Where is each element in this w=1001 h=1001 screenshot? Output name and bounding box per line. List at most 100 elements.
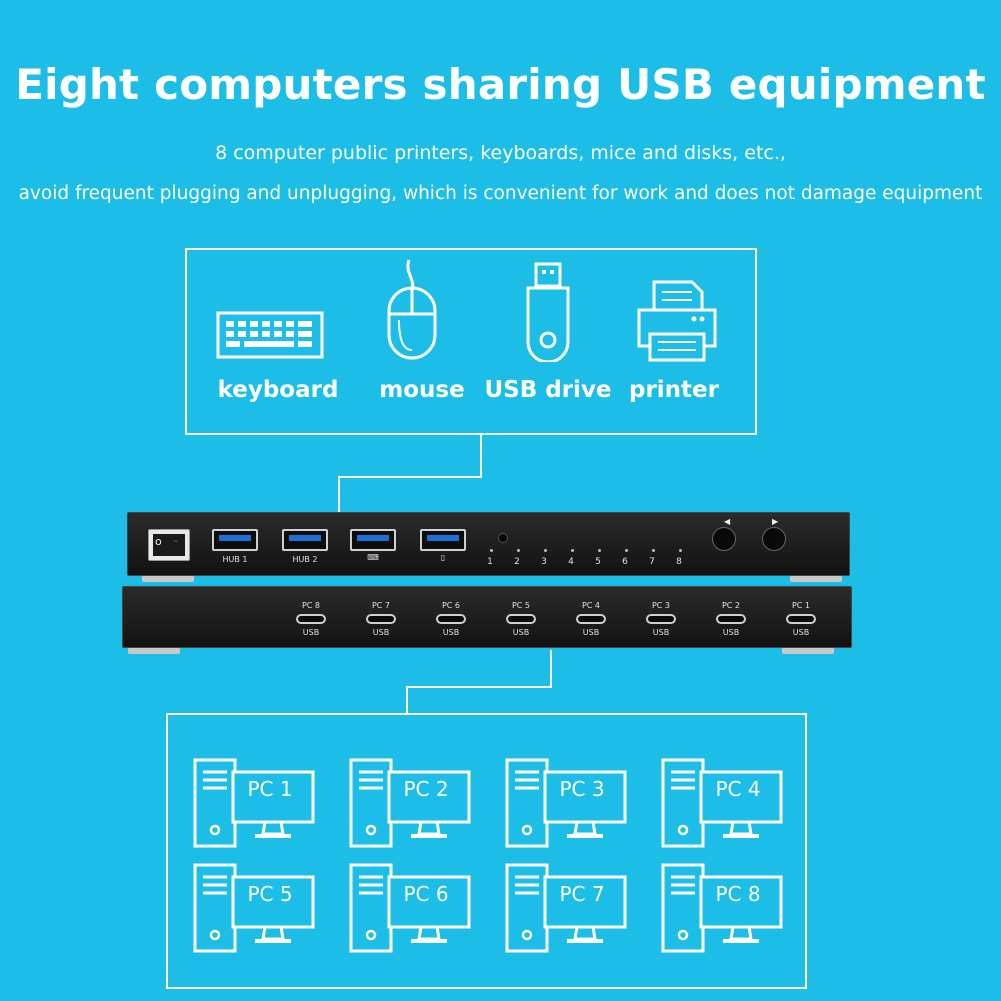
led-indicator [517, 549, 520, 552]
pc-3: PC 3 [505, 758, 627, 848]
port-label: HUB 2 [292, 555, 318, 564]
pc-label: PC 4 [715, 777, 761, 801]
port-type-label: USB [722, 628, 740, 637]
computer-icon [661, 758, 783, 848]
port-type-label: USB [512, 628, 530, 637]
led-number: 2 [514, 557, 520, 567]
ir-receiver [498, 533, 508, 543]
computer-icon [193, 758, 315, 848]
usb-port-keyboard[interactable] [350, 529, 396, 551]
unit-foot [128, 648, 180, 654]
subtitle-line-1: 8 computer public printers, keyboards, m… [215, 142, 786, 164]
connector-line [406, 686, 552, 688]
mouse-small-icon: ▯ [440, 553, 446, 562]
usb-port-mouse[interactable] [420, 529, 466, 551]
computer-icon [349, 863, 471, 953]
usb-c-port-pc-8[interactable] [296, 614, 326, 624]
unit-foot [142, 576, 194, 582]
led-indicator [598, 549, 601, 552]
usb-c-port-pc-1[interactable] [786, 614, 816, 624]
led-indicator [679, 549, 682, 552]
keyboard-icon [216, 311, 324, 359]
usb-devices-frame [185, 248, 757, 435]
usb-c-port-pc-2[interactable] [716, 614, 746, 624]
port-type-label: USB [442, 628, 460, 637]
arrow-left-icon: ◀ [724, 517, 731, 526]
unit-foot [782, 648, 834, 654]
kvm-switch-rear-panel: PC 8 USB PC 7 USB PC 6 USB PC 5 USB PC 4… [122, 586, 852, 648]
pc-label: PC 8 [715, 882, 761, 906]
printer-icon [637, 280, 717, 362]
pc-6: PC 6 [349, 863, 471, 953]
usb-drive-icon [526, 262, 570, 362]
led-number: 7 [649, 557, 655, 567]
usb-c-port-pc-6[interactable] [436, 614, 466, 624]
usb-port-hub-2[interactable] [282, 529, 328, 551]
keyboard-small-icon: ⌨ [367, 553, 379, 562]
connector-line [550, 650, 552, 687]
device-label-usb-drive: USB drive [484, 377, 612, 403]
computer-icon [505, 863, 627, 953]
led-number: 6 [622, 557, 628, 567]
pc-label: PC 7 [559, 882, 605, 906]
kvm-switch-front-panel: o– HUB 1 HUB 2 ⌨ ▯ 1 2 3 4 5 6 7 8 ◀ ▶ [127, 512, 850, 576]
computer-icon [661, 863, 783, 953]
port-label: PC 4 [581, 601, 601, 610]
mouse-icon [387, 259, 437, 360]
connector-line [480, 435, 482, 477]
device-label-keyboard: keyboard [217, 377, 339, 403]
led-indicator [571, 549, 574, 552]
computer-icon [193, 863, 315, 953]
pc-4: PC 4 [661, 758, 783, 848]
connector-line [406, 686, 408, 714]
port-type-label: USB [582, 628, 600, 637]
pc-label: PC 1 [247, 777, 293, 801]
switch-previous-button[interactable] [712, 527, 736, 551]
pc-1: PC 1 [193, 758, 315, 848]
pc-8: PC 8 [661, 863, 783, 953]
usb-port-hub-1[interactable] [212, 529, 258, 551]
computer-icon [349, 758, 471, 848]
usb-c-port-pc-4[interactable] [576, 614, 606, 624]
usb-c-port-pc-3[interactable] [646, 614, 676, 624]
device-label-mouse: mouse [379, 377, 465, 403]
switch-next-button[interactable] [762, 527, 786, 551]
led-number: 8 [676, 557, 682, 567]
usb-c-port-pc-7[interactable] [366, 614, 396, 624]
port-label: PC 8 [301, 601, 321, 610]
pc-label: PC 5 [247, 882, 293, 906]
port-label: PC 2 [721, 601, 741, 610]
port-label: PC 1 [791, 601, 811, 610]
usb-c-port-pc-5[interactable] [506, 614, 536, 624]
led-number: 5 [595, 557, 601, 567]
port-label: PC 7 [371, 601, 391, 610]
computers-frame [166, 713, 807, 989]
pc-2: PC 2 [349, 758, 471, 848]
subtitle-line-2: avoid frequent plugging and unplugging, … [18, 183, 983, 204]
led-indicator [490, 549, 493, 552]
led-number: 1 [487, 557, 493, 567]
device-label-printer: printer [628, 377, 719, 403]
port-label: PC 5 [511, 601, 531, 610]
port-type-label: USB [652, 628, 670, 637]
headline: Eight computers sharing USB equipment [15, 60, 986, 109]
arrow-right-icon: ▶ [772, 517, 779, 526]
pc-label: PC 3 [559, 777, 605, 801]
unit-foot [790, 576, 842, 582]
port-type-label: USB [302, 628, 320, 637]
port-type-label: USB [372, 628, 390, 637]
pc-label: PC 6 [403, 882, 449, 906]
port-label: PC 3 [651, 601, 671, 610]
connector-line [338, 476, 340, 512]
pc-7: PC 7 [505, 863, 627, 953]
pc-label: PC 2 [403, 777, 449, 801]
led-indicator [625, 549, 628, 552]
pc-5: PC 5 [193, 863, 315, 953]
computer-icon [505, 758, 627, 848]
led-number: 3 [541, 557, 547, 567]
connector-line [338, 476, 482, 478]
led-indicator [544, 549, 547, 552]
power-switch[interactable]: o– [148, 529, 190, 561]
port-type-label: USB [792, 628, 810, 637]
led-indicator [652, 549, 655, 552]
